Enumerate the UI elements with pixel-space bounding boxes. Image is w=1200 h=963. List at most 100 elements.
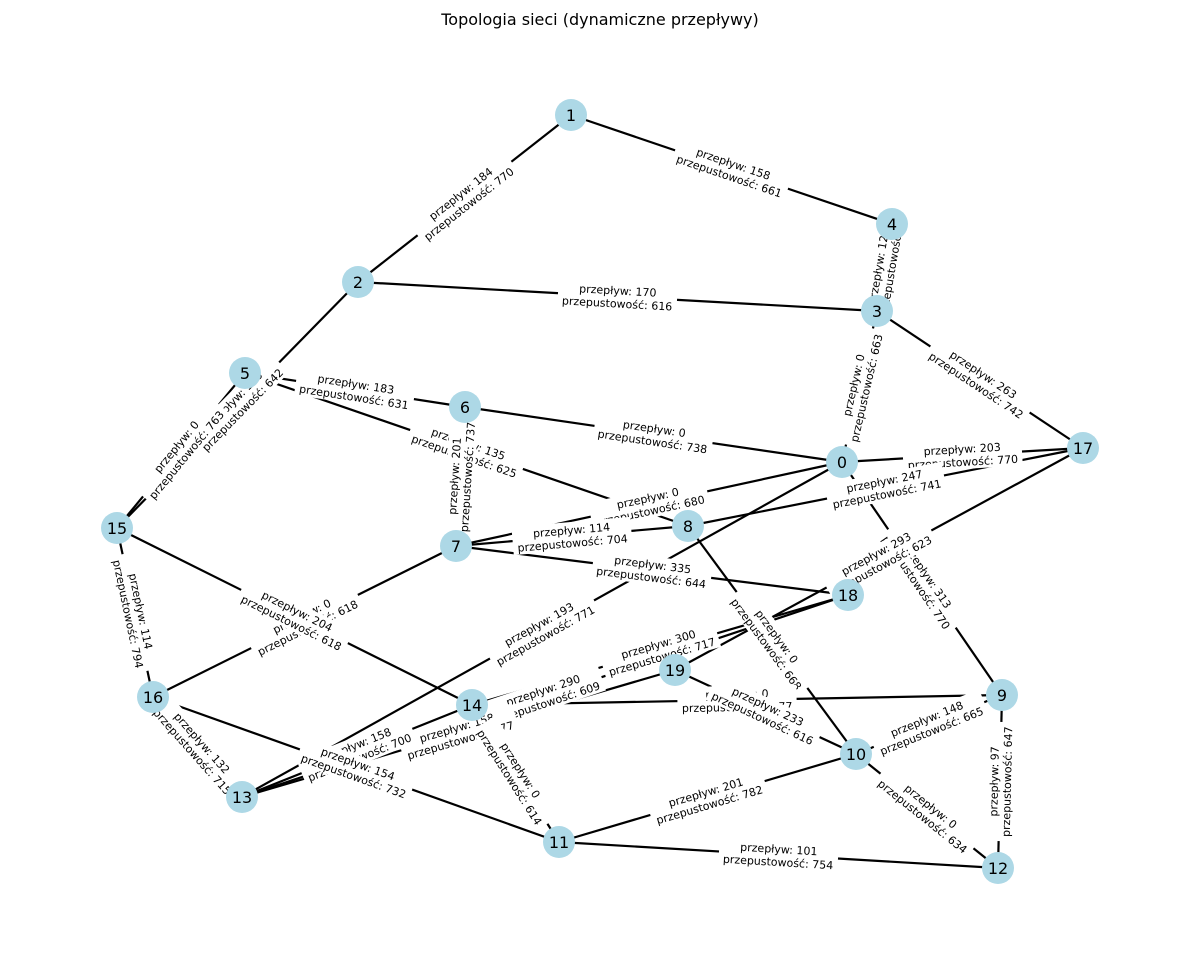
node-11: 11 — [543, 826, 575, 858]
edge-label-background — [922, 334, 1038, 425]
node-circle — [342, 266, 374, 298]
edge-label-background — [824, 461, 947, 513]
node-label: 13 — [232, 788, 252, 807]
node-7: 7 — [440, 530, 472, 562]
node-circle — [226, 781, 258, 813]
node-1: 1 — [555, 99, 587, 131]
node-19: 19 — [659, 654, 691, 686]
node-label: 12 — [988, 859, 1008, 878]
node-18: 18 — [832, 579, 864, 611]
node-label: 15 — [107, 519, 127, 538]
node-circle — [826, 446, 858, 478]
node-label: 0 — [837, 453, 847, 472]
edge-label-background — [591, 549, 713, 592]
node-label: 7 — [451, 537, 461, 556]
edge-label-background — [868, 689, 990, 760]
node-circle — [440, 530, 472, 562]
node-label: 4 — [887, 215, 897, 234]
node-label: 3 — [872, 302, 882, 321]
node-label: 14 — [462, 696, 482, 715]
node-circle — [659, 654, 691, 686]
edge-label-background — [725, 583, 819, 697]
edge-capacity-label: przepustowość: 647 — [1000, 726, 1016, 837]
edge-label-background — [832, 325, 887, 448]
node-4: 4 — [876, 208, 908, 240]
node-label: 6 — [460, 398, 470, 417]
edge-flow-label: przepływ: 101 — [740, 841, 818, 859]
edge-label-background — [598, 619, 722, 681]
node-label: 16 — [143, 688, 163, 707]
node-8: 8 — [672, 510, 704, 542]
node-3: 3 — [861, 295, 893, 327]
node-circle — [986, 679, 1018, 711]
node-circle — [672, 510, 704, 542]
edge-flow-label: przepływ: 201 — [446, 437, 464, 515]
node-5: 5 — [229, 357, 261, 389]
edge-label-background — [442, 416, 479, 537]
edge-flow-label: przepływ: 203 — [923, 441, 1001, 458]
edge-label-background — [108, 551, 162, 674]
node-14: 14 — [456, 689, 488, 721]
node-label: 9 — [997, 686, 1007, 705]
node-circle — [832, 579, 864, 611]
edge-label-background — [471, 715, 560, 832]
edge-label-background — [587, 477, 711, 531]
node-6: 6 — [449, 391, 481, 423]
edge-label-background — [718, 837, 839, 873]
node-label: 18 — [838, 586, 858, 605]
edge-label-background — [293, 367, 417, 413]
node-10: 10 — [840, 738, 872, 770]
edge-label-background — [234, 577, 355, 656]
node-circle — [449, 391, 481, 423]
edge-label-background — [483, 588, 601, 671]
edge-flow-label: przepływ: 97 — [987, 746, 1002, 817]
edge-label-background — [670, 137, 793, 202]
node-circle — [1067, 432, 1099, 464]
node-9: 9 — [986, 679, 1018, 711]
edge-label-background — [592, 412, 715, 457]
edges-layer — [115, 113, 1084, 870]
node-16: 16 — [137, 681, 169, 713]
edge-label-background — [705, 674, 826, 750]
edge-label-background — [147, 693, 248, 801]
node-circle — [137, 681, 169, 713]
node-17: 17 — [1067, 432, 1099, 464]
node-label: 19 — [665, 661, 685, 680]
edge-label-background — [871, 762, 983, 860]
node-circle — [861, 295, 893, 327]
node-circle — [840, 738, 872, 770]
edge-label-background — [397, 703, 520, 764]
node-label: 2 — [353, 273, 363, 292]
edge-capacity-label: przepustowość: 616 — [562, 294, 673, 313]
node-2: 2 — [342, 266, 374, 298]
edge-label-background — [295, 736, 417, 803]
node-circle — [555, 99, 587, 131]
node-label: 1 — [566, 106, 576, 125]
node-circle — [982, 852, 1014, 884]
node-circle — [101, 512, 133, 544]
node-label: 10 — [846, 745, 866, 764]
node-label: 17 — [1073, 439, 1093, 458]
edge-flow-label: przepływ: 170 — [579, 282, 657, 299]
node-label: 11 — [549, 833, 569, 852]
